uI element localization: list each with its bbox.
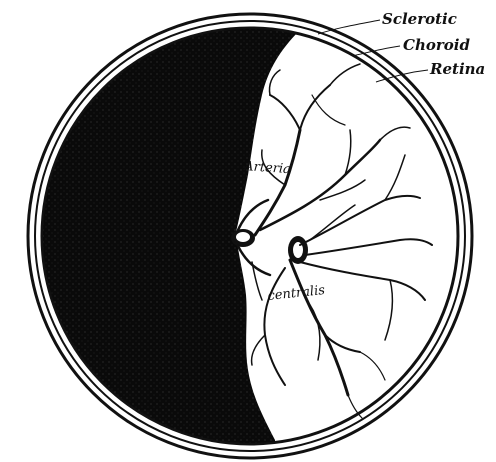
- arteria-label: Arteria: [243, 159, 292, 177]
- centralis-label: centralis: [267, 283, 326, 304]
- retina-label: Retina: [429, 60, 485, 78]
- optic-disc: [231, 229, 308, 264]
- dark-fundus-region: [0, 0, 300, 462]
- retinal-vessels: [238, 64, 432, 418]
- choroid-label: Choroid: [403, 36, 470, 54]
- sclerotic-label: Sclerotic: [382, 10, 457, 28]
